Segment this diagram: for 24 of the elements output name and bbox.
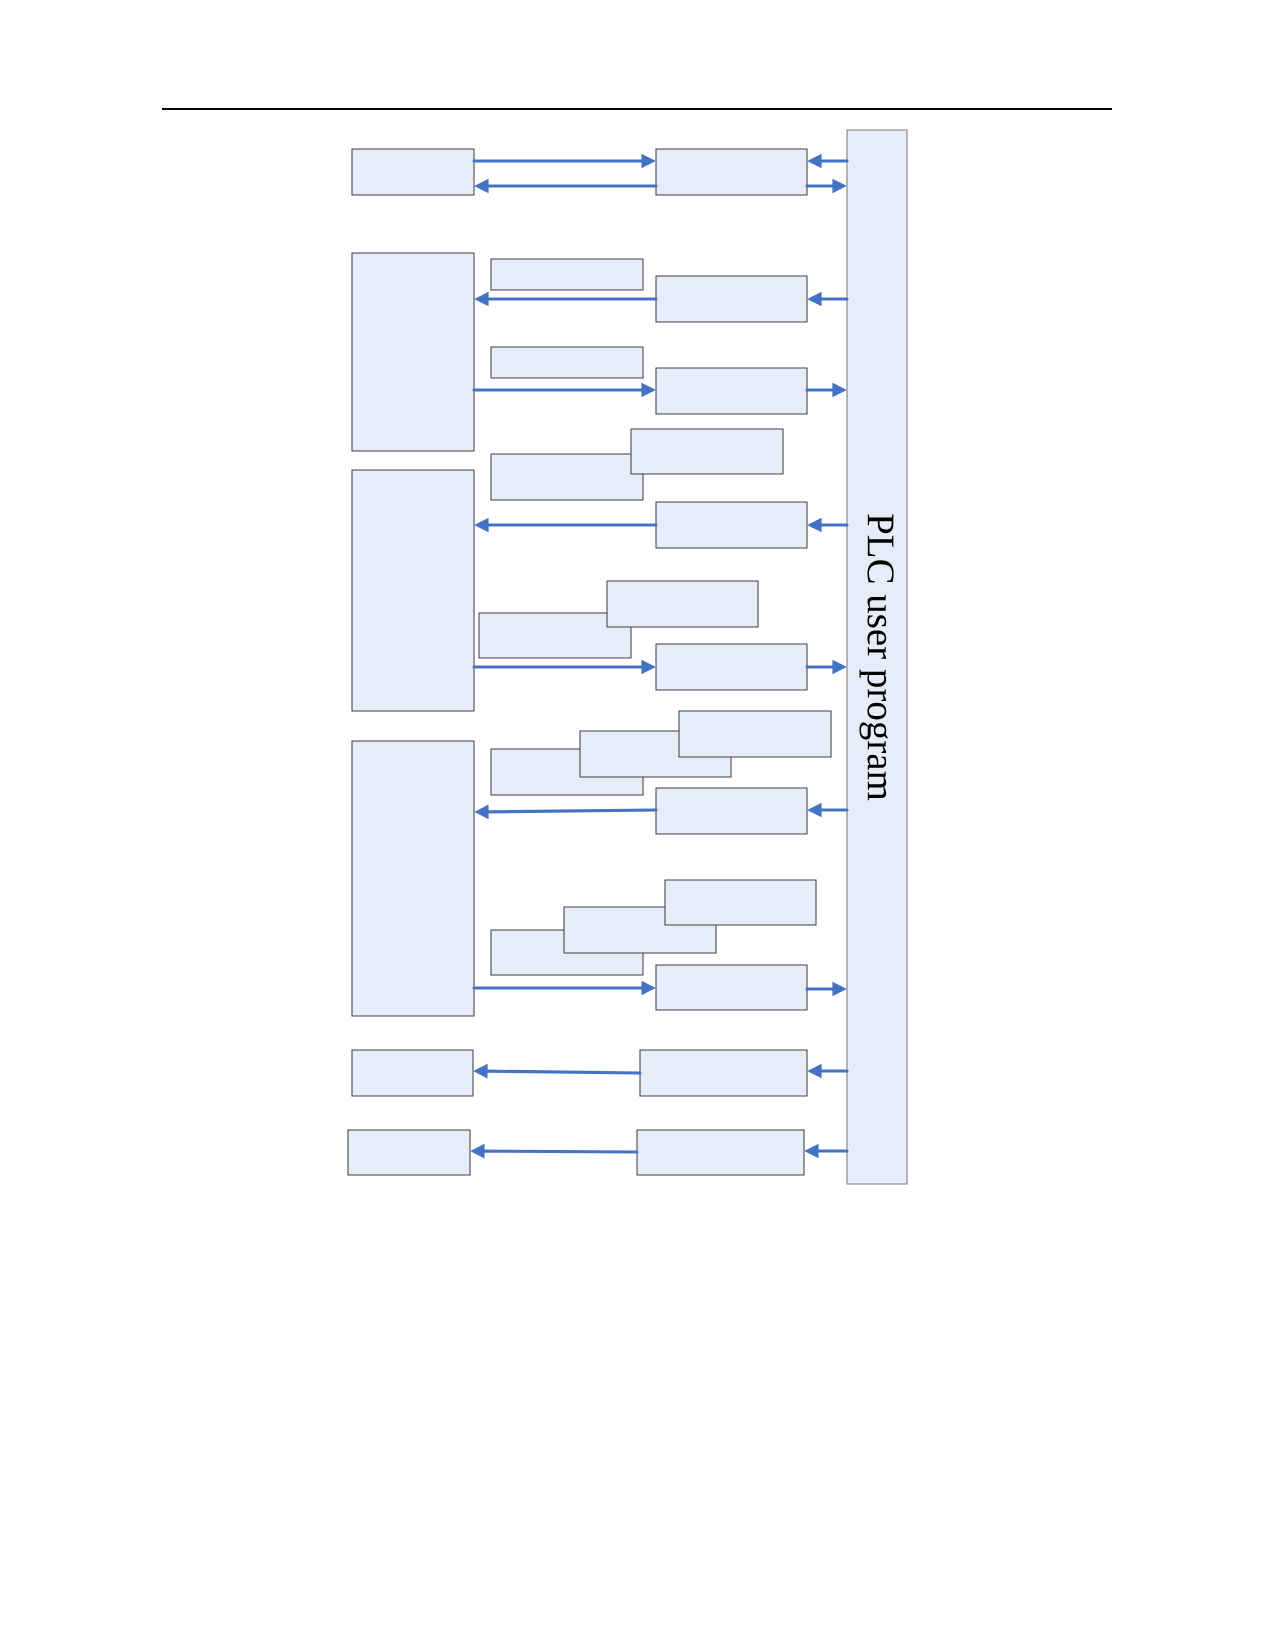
box: [490, 453, 644, 501]
box: [655, 787, 808, 835]
box: [606, 580, 759, 628]
box: [490, 258, 644, 291]
box: [655, 964, 808, 1011]
box: [655, 148, 808, 196]
box: [347, 1129, 471, 1176]
box: [655, 501, 808, 549]
box: [630, 428, 784, 475]
box: [655, 275, 808, 323]
box: [664, 879, 817, 926]
box: [478, 612, 632, 659]
box: [678, 710, 832, 758]
box: [490, 346, 644, 379]
program-bar: PLC user program: [846, 129, 908, 1185]
box: [351, 1049, 474, 1097]
box: [351, 469, 475, 712]
box: [351, 740, 475, 1017]
box: [636, 1129, 805, 1176]
box: [351, 252, 475, 452]
box: [655, 643, 808, 691]
box: [351, 148, 475, 196]
box: [639, 1049, 808, 1097]
box: [655, 367, 808, 415]
